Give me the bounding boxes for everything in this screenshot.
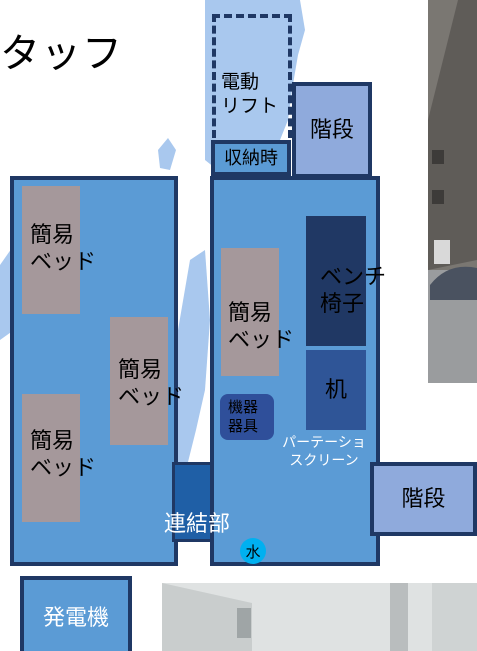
bed-4	[221, 248, 279, 376]
bed-3-label: 簡易 ベッド	[30, 429, 97, 481]
bed-3	[22, 394, 80, 522]
storage-label: 収納時	[224, 147, 278, 169]
bed-2-label: 簡易 ベッド	[118, 358, 185, 410]
building-photo	[428, 0, 477, 383]
stairs-top-label: 階段	[309, 117, 354, 143]
stairs-right-label: 階段	[401, 486, 446, 512]
bed-4-label: 簡易 ベッド	[228, 301, 295, 353]
bed-2	[110, 317, 168, 445]
water-marker: 水	[240, 538, 266, 564]
room-photo	[162, 583, 477, 651]
generator-label: 発電機	[42, 605, 109, 631]
page-title: タッフ	[0, 31, 123, 77]
stairs-top: 階段	[292, 82, 372, 178]
generator: 発電機	[20, 576, 132, 651]
bed-1-label: 簡易 ベッド	[30, 223, 97, 275]
bed-1	[22, 186, 80, 314]
bench	[306, 216, 366, 346]
island-shape-tip	[158, 138, 176, 170]
connector-label: 連結部	[164, 512, 231, 537]
island-shape-lower	[170, 250, 210, 470]
electric-lift-label: 電動 リフト	[221, 71, 279, 117]
island-shape	[205, 0, 305, 175]
desk: 机	[306, 350, 366, 430]
stairs-right: 階段	[370, 462, 477, 536]
desk-label: 机	[324, 377, 347, 403]
water-label: 水	[245, 542, 261, 561]
equipment-label: 機器 器具	[228, 398, 259, 435]
bench-label: ベンチ 椅子	[320, 265, 387, 317]
equipment-box	[220, 394, 274, 440]
partition-label: パーテーショ スクリーン	[282, 435, 366, 469]
storage-box: 収納時	[211, 140, 291, 176]
electric-lift	[212, 14, 292, 138]
